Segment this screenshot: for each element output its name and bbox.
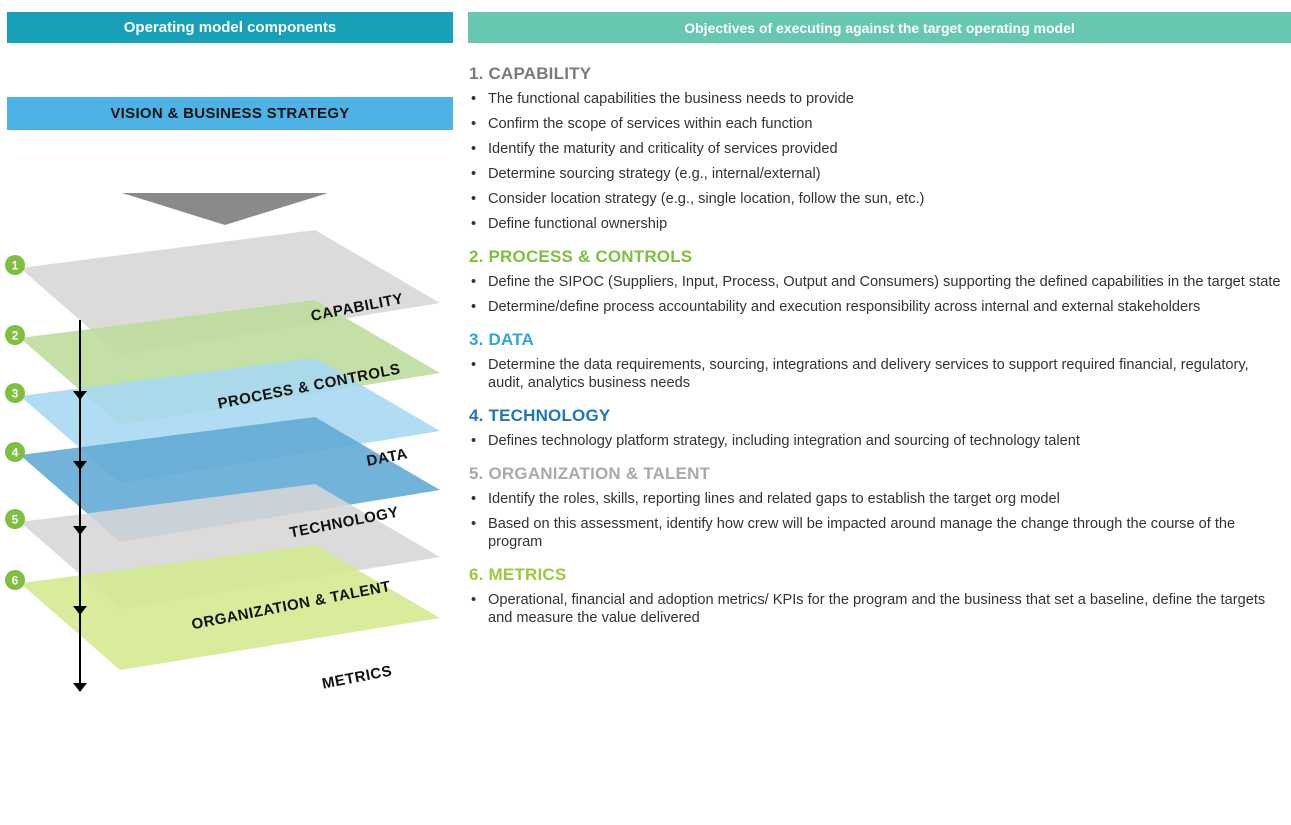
layer-number-badge	[5, 442, 25, 462]
objective-list: The functional capabilities the business…	[469, 90, 1284, 233]
layer-number-badge	[5, 509, 25, 529]
layer-number-badge	[5, 383, 25, 403]
section-title: 4. TECHNOLOGY	[469, 406, 611, 425]
objective-list: Determine the data requirements, sourcin…	[469, 356, 1284, 392]
layer-number-badge	[5, 325, 25, 345]
objective-item: Determine sourcing strategy (e.g., inter…	[469, 165, 1284, 183]
layer-number-badge	[5, 570, 25, 590]
arrow-down-icon	[73, 391, 87, 400]
arrow-down-icon	[73, 606, 87, 615]
objective-section-3: 3. DATA Determine the data requirements, …	[469, 330, 1284, 392]
layer-plane-6	[20, 545, 440, 670]
objective-item: Defines technology platform strategy, in…	[469, 432, 1284, 450]
objective-list: Operational, financial and adoption metr…	[469, 591, 1284, 627]
left-column-header: Operating model components	[7, 12, 453, 43]
objective-section-6: 6. METRICS Operational, financial and ado…	[469, 565, 1284, 627]
layer-label-3: DATA	[365, 445, 409, 470]
objective-item: Define the SIPOC (Suppliers, Input, Proc…	[469, 273, 1284, 291]
section-title: 2. PROCESS & CONTROLS	[469, 247, 693, 266]
layer-number: 4	[12, 446, 19, 460]
objective-list: Identify the roles, skills, reporting li…	[469, 490, 1284, 551]
objective-section-4: 4. TECHNOLOGY Defines technology platform…	[469, 406, 1284, 450]
vision-strategy-banner: VISION & BUSINESS STRATEGY	[7, 97, 453, 130]
objective-item: Determine/define process accountability …	[469, 298, 1284, 316]
right-column-header: Objectives of executing against the targ…	[468, 12, 1291, 43]
section-title: 5. ORGANIZATION & TALENT	[469, 464, 711, 483]
objective-item: Determine the data requirements, sourcin…	[469, 356, 1284, 392]
arrow-down-icon	[73, 683, 87, 692]
objective-section-2: 2. PROCESS & CONTROLS Define the SIPOC (S…	[469, 247, 1284, 316]
objective-list: Defines technology platform strategy, in…	[469, 432, 1284, 450]
section-title: 6. METRICS	[469, 565, 567, 584]
objective-item: Confirm the scope of services within eac…	[469, 115, 1284, 133]
layer-number: 2	[12, 329, 19, 343]
objective-item: The functional capabilities the business…	[469, 90, 1284, 108]
objective-item: Consider location strategy (e.g., single…	[469, 190, 1284, 208]
objective-item: Identify the maturity and criticality of…	[469, 140, 1284, 158]
layer-number: 6	[12, 574, 19, 588]
layer-number-badge	[5, 255, 25, 275]
objective-section-5: 5. ORGANIZATION & TALENT Identify the rol…	[469, 464, 1284, 551]
layer-number: 1	[12, 259, 19, 273]
layer-number: 5	[12, 513, 19, 527]
layer-number: 3	[12, 387, 19, 401]
section-title: 3. DATA	[469, 330, 534, 349]
objective-item: Operational, financial and adoption metr…	[469, 591, 1284, 627]
objective-section-1: 1. CAPABILITY The functional capabilities…	[469, 64, 1284, 233]
objective-item: Identify the roles, skills, reporting li…	[469, 490, 1284, 508]
arrow-down-icon	[73, 461, 87, 470]
objective-item: Define functional ownership	[469, 215, 1284, 233]
layer-label-6: METRICS	[321, 662, 394, 692]
objective-list: Define the SIPOC (Suppliers, Input, Proc…	[469, 273, 1284, 316]
section-title: 1. CAPABILITY	[469, 64, 592, 83]
objective-item: Based on this assessment, identify how c…	[469, 515, 1284, 551]
layer-plane-1	[20, 230, 440, 355]
objectives-panel: 1. CAPABILITY The functional capabilities…	[469, 64, 1284, 634]
down-chevron-icon	[122, 193, 328, 225]
arrow-down-icon	[73, 526, 87, 535]
